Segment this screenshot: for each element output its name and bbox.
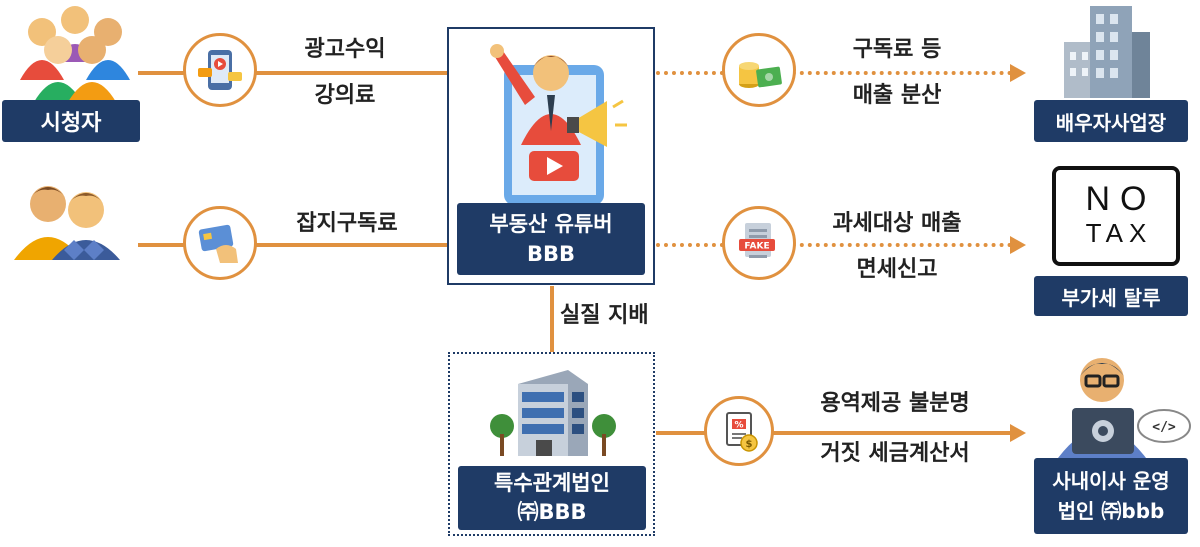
viewers-flow-label-2: 강의료 [314, 83, 376, 108]
subscribers-flow-label: 잡지구독료 [296, 211, 398, 236]
bottom-flow-label-2: 거짓 세금계산서 [820, 441, 970, 466]
viewers-label: 시청자 [2, 100, 140, 142]
invoice-icon: % $ [704, 396, 774, 466]
bottom-target-label: 사내이사 운영 법인 ㈜bbb [1034, 458, 1188, 534]
youtuber-box: 부동산 유튜버 BBB [447, 27, 655, 285]
top-flow-label-1: 구독료 등 [852, 37, 942, 62]
no-tax-sign: NO TAX [1052, 166, 1180, 266]
dollar-text: $ [746, 439, 753, 450]
code-text: </> [1152, 420, 1176, 435]
middle-flow-label-2: 면세신고 [856, 257, 938, 282]
arrowhead-middle [1010, 236, 1026, 254]
corp-label-line1: 특수관계법인 [494, 471, 610, 495]
corp-flow-line [656, 431, 1012, 435]
money-coins-icon [722, 33, 796, 107]
corp-box: 특수관계법인 ㈜BBB [448, 352, 655, 536]
viewers-group-icon [8, 2, 142, 102]
youtuber-label-line2: BBB [526, 242, 576, 266]
bottom-target-line1: 사내이사 운영 [1052, 469, 1170, 493]
fake-tag-text: FAKE [744, 242, 769, 252]
subscribers-group-icon [8, 180, 128, 260]
top-dotted-line [656, 71, 1012, 75]
top-flow-label-2: 매출 분산 [852, 83, 942, 108]
corp-label: 특수관계법인 ㈜BBB [458, 466, 646, 530]
corp-label-line2: ㈜BBB [517, 500, 587, 524]
no-tax-sign-line2: TAX [1085, 218, 1153, 248]
control-line [550, 286, 554, 352]
youtuber-icon [479, 35, 629, 205]
middle-dotted-line [656, 243, 1012, 247]
percent-text: % [734, 421, 743, 431]
phone-ads-icon [183, 33, 257, 107]
middle-flow-label-1: 과세대상 매출 [832, 211, 962, 236]
card-payment-icon [183, 206, 257, 280]
arrowhead-top [1010, 64, 1026, 82]
fake-document-icon: FAKE [722, 206, 796, 280]
developer-icon: </> [1052, 350, 1192, 458]
subscribers-flow-line [138, 243, 448, 247]
corp-building-icon [488, 364, 618, 460]
no-tax-sign-line1: NO [1085, 180, 1157, 218]
youtuber-label-line1: 부동산 유튜버 [489, 212, 613, 236]
office-building-icon [1054, 2, 1154, 102]
viewers-flow-label-1: 광고수익 [304, 37, 386, 62]
bottom-target-line2: 법인 ㈜bbb [1057, 499, 1165, 523]
youtuber-label: 부동산 유튜버 BBB [457, 203, 645, 275]
viewers-flow-line [138, 71, 448, 75]
control-label: 실질 지배 [560, 303, 649, 328]
arrowhead-bottom [1010, 424, 1026, 442]
top-target-label: 배우자사업장 [1034, 100, 1188, 142]
middle-target-label: 부가세 탈루 [1034, 276, 1188, 316]
bottom-flow-label-1: 용역제공 불분명 [820, 391, 970, 416]
